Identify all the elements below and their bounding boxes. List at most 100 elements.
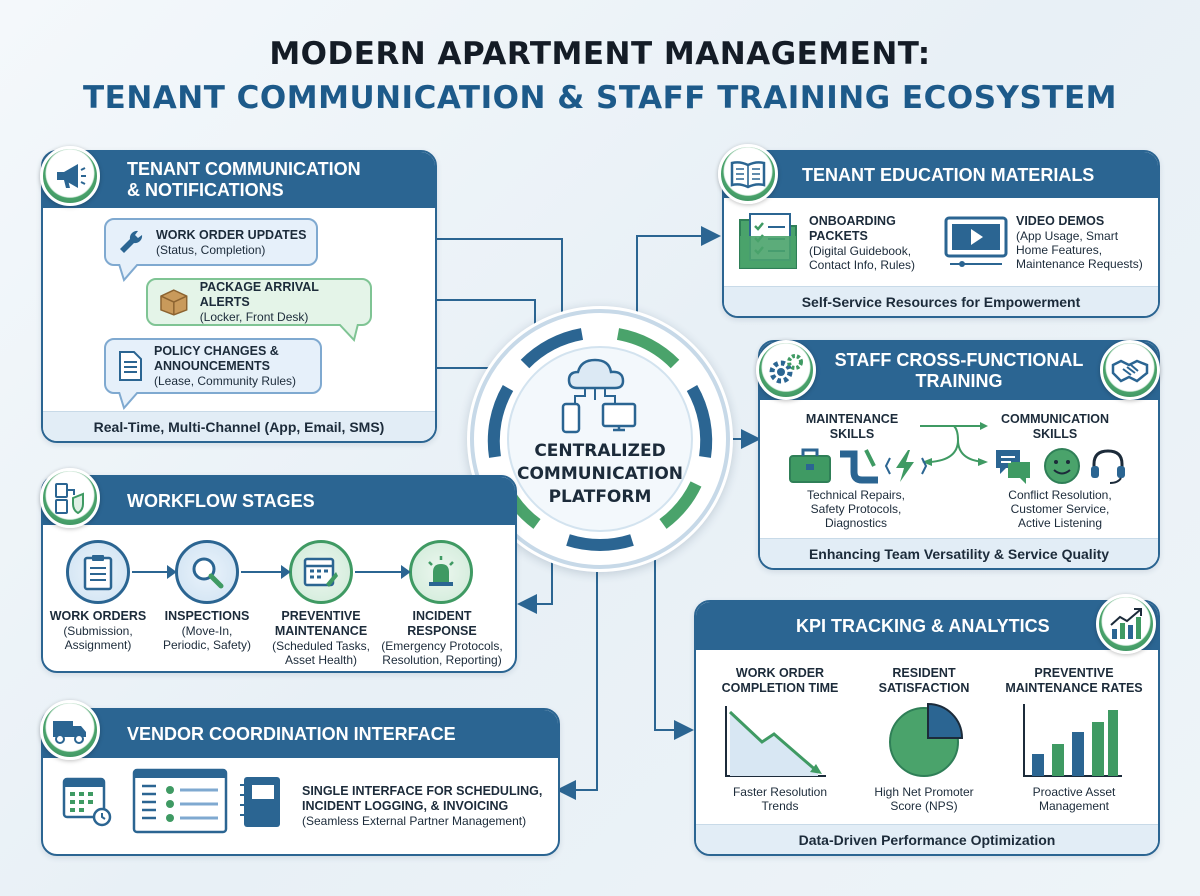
onboarding-sub-2: Contact Info, Rules): [809, 258, 916, 272]
panel-title-line-2: & NOTIFICATIONS: [127, 180, 284, 200]
title-line-2: TENANT COMMUNICATION & STAFF TRAINING EC…: [83, 80, 1117, 116]
bar-3: [1072, 732, 1084, 776]
clipboard-icon: [83, 555, 113, 591]
bubble-tail: [118, 264, 139, 282]
title-line-1: MODERN APARTMENT MANAGEMENT:: [269, 36, 931, 72]
skill-sub-2: Safety Protocols,: [810, 502, 902, 516]
metric-sub-1: High Net Promoter: [874, 785, 974, 799]
megaphone-icon: [40, 146, 100, 206]
stage-sub-1: (Scheduled Tasks,: [272, 639, 370, 653]
kpi-metric-satisfaction: RESIDENT SATISFACTION: [858, 666, 990, 696]
bubble-label-line-1: POLICY CHANGES &: [154, 344, 279, 358]
stage-title-1: PREVENTIVE: [281, 609, 361, 623]
trend-line: [728, 710, 819, 774]
onboarding-packets: ONBOARDING PACKETS (Digital Guidebook, C…: [809, 214, 939, 272]
stage-label-inspections: INSPECTIONS (Move-In, Periodic, Safety): [155, 609, 259, 652]
metric-title-1: RESIDENT: [892, 666, 956, 680]
kpi-preventive-bar-chart: [1023, 704, 1122, 777]
skill-sub-1: Technical Repairs,: [806, 488, 906, 502]
skill-title-1: COMMUNICATION: [1000, 412, 1110, 426]
gears-icon: [756, 340, 816, 400]
bubble-label-line-2: ANNOUNCEMENTS: [154, 359, 270, 373]
center-line-2: COMMUNICATION: [516, 464, 684, 484]
siren-icon: [428, 556, 454, 586]
stage-title-2: RESPONSE: [407, 624, 477, 638]
video-player-icon: [944, 216, 1008, 267]
stage-label-work-orders: WORK ORDERS (Submission, Assignment): [46, 609, 150, 652]
kpi-sub-completion: Faster Resolution Trends: [708, 785, 852, 813]
video-sub-1: (App Usage, Smart: [1016, 229, 1119, 243]
stage-sub-1: (Submission,: [63, 624, 133, 638]
stage-title: WORK ORDERS: [49, 609, 147, 623]
bubble-policy-changes: POLICY CHANGES & ANNOUNCEMENTS (Lease, C…: [104, 338, 322, 394]
kpi-satisfaction-pie: [889, 702, 964, 777]
panel-footer: Real-Time, Multi-Channel (App, Email, SM…: [43, 411, 435, 441]
kpi-sub-preventive: Proactive Asset Management: [998, 785, 1150, 813]
vendor-calendar-icon: [62, 777, 112, 827]
book-icon: [718, 144, 778, 204]
vendor-dashboard-icon: [132, 768, 228, 834]
panel-title: KPI TRACKING & ANALYTICS: [796, 615, 1050, 636]
metric-title-1: WORK ORDER: [735, 666, 825, 680]
metric-title-2: COMPLETION TIME: [721, 681, 839, 695]
bubble-label: PACKAGE ARRIVAL ALERTS: [199, 280, 319, 309]
center-line-3: PLATFORM: [548, 487, 652, 507]
skill-title-2: SKILLS: [829, 427, 875, 441]
stage-label-incident: INCIDENT RESPONSE (Emergency Protocols, …: [378, 609, 506, 667]
kpi-sub-satisfaction: High Net Promoter Score (NPS): [858, 785, 990, 813]
bubble-tail: [338, 324, 359, 342]
center-ring-segments: [470, 309, 730, 569]
panel-title-line-1: STAFF CROSS-FUNCTIONAL: [834, 350, 1084, 370]
wrench-icon: [120, 230, 143, 253]
stage-title: INSPECTIONS: [164, 609, 250, 623]
chat-bubbles-icon: [996, 450, 1030, 484]
video-sub-3: Maintenance Requests): [1016, 257, 1143, 271]
kpi-metric-completion-time: WORK ORDER COMPLETION TIME: [708, 666, 852, 696]
stage-sub-2: Assignment): [64, 638, 132, 652]
package-icon: [160, 289, 188, 316]
document-icon: [119, 351, 142, 381]
onboarding-title-2: PACKETS: [809, 229, 868, 243]
panel-title: WORKFLOW STAGES: [127, 490, 315, 511]
panel-footer: Data-Driven Performance Optimization: [696, 824, 1158, 854]
video-title: VIDEO DEMOS: [1016, 214, 1105, 228]
center-platform-label: CENTRALIZED COMMUNICATION PLATFORM: [497, 440, 703, 509]
bubble-tail: [118, 392, 139, 410]
stage-label-preventive: PREVENTIVE MAINTENANCE (Scheduled Tasks,…: [264, 609, 378, 667]
bubble-work-order-updates: WORK ORDER UPDATES (Status, Completion): [104, 218, 318, 266]
bubble-sub: (Status, Completion): [156, 242, 266, 257]
bubble-label: WORK ORDER UPDATES: [156, 227, 307, 242]
magnifier-icon: [192, 557, 224, 589]
panel-header: VENDOR COORDINATION INTERFACE: [43, 710, 558, 758]
metric-sub-1: Faster Resolution: [732, 785, 828, 799]
vendor-line-2: INCIDENT LOGGING, & INVOICING: [302, 799, 509, 813]
skill-title-1: MAINTENANCE: [805, 412, 899, 426]
skill-sub-3: Diagnostics: [824, 516, 888, 530]
smiley-icon: [1044, 448, 1080, 484]
kpi-trend-line-chart: [725, 706, 826, 777]
growth-chart-icon: [1096, 594, 1156, 654]
metric-title-2: MAINTENANCE RATES: [1005, 681, 1143, 695]
communication-skills-title: COMMUNICATION SKILLS: [990, 412, 1120, 442]
metric-sub-2: Score (NPS): [890, 799, 958, 813]
calendar-wrench-icon: [303, 557, 338, 587]
page-title: MODERN APARTMENT MANAGEMENT: TENANT COMM…: [0, 36, 1200, 116]
metric-sub-1: Proactive Asset: [1032, 785, 1116, 799]
stage-inspections: [175, 540, 239, 604]
vendor-line-1: SINGLE INTERFACE FOR SCHEDULING,: [302, 784, 543, 798]
stage-title-1: INCIDENT: [412, 609, 472, 623]
stage-sub-1: (Move-In,: [181, 624, 233, 638]
panel-vendor-coordination: VENDOR COORDINATION INTERFACE: [41, 708, 560, 856]
bar-5: [1108, 710, 1118, 776]
vendor-ledger-icon: [240, 777, 280, 827]
vendor-description: SINGLE INTERFACE FOR SCHEDULING, INCIDEN…: [302, 784, 552, 828]
stage-sub-2: Periodic, Safety): [162, 638, 252, 652]
metric-sub-2: Management: [1038, 799, 1110, 813]
bar-4: [1092, 722, 1104, 776]
panel-header: KPI TRACKING & ANALYTICS: [696, 602, 1158, 650]
panel-header: TENANT EDUCATION MATERIALS: [724, 152, 1158, 198]
vendor-line-3: (Seamless External Partner Management): [302, 814, 527, 828]
panel-title: TENANT EDUCATION MATERIALS: [802, 164, 1095, 185]
skill-sub-3: Active Listening: [1017, 516, 1103, 530]
